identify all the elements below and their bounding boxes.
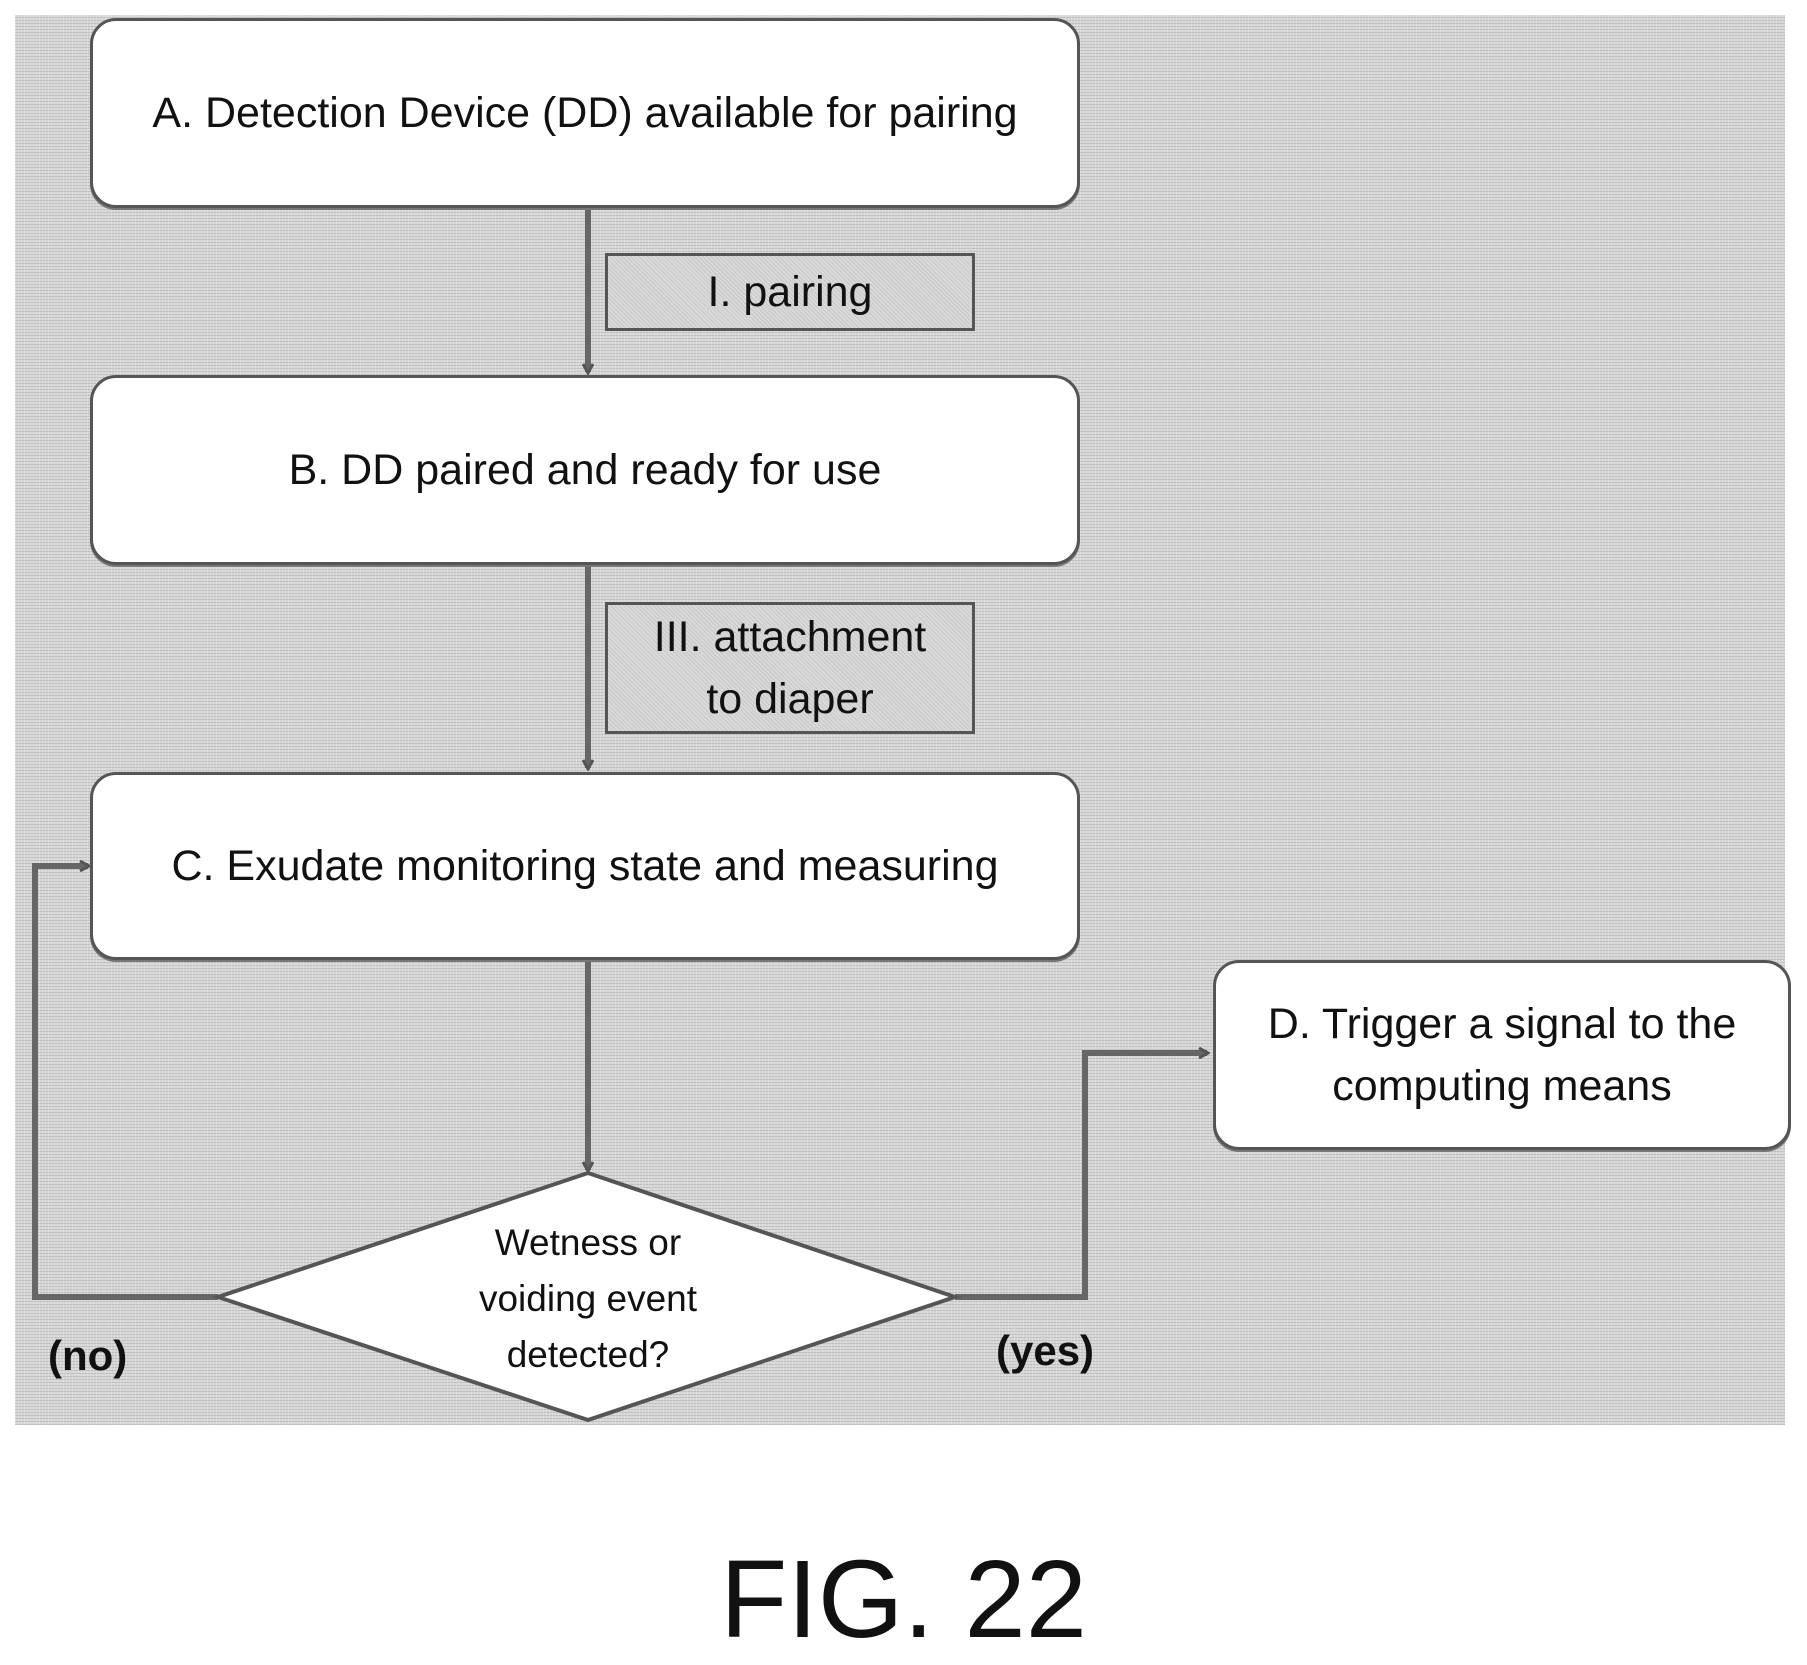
figure-caption: FIG. 22: [0, 1545, 1807, 1655]
arrow-yes-to-d: [955, 1053, 1207, 1297]
node-a-label: A. Detection Device (DD) available for p…: [152, 82, 1017, 144]
transition-pairing-label: I. pairing: [605, 253, 975, 331]
node-d-label: D. Trigger a signal to the computing mea…: [1262, 993, 1742, 1117]
decision-label: Wetness or voiding event detected?: [438, 1215, 738, 1383]
node-b-label: B. DD paired and ready for use: [289, 439, 882, 501]
branch-yes-label: (yes): [996, 1327, 1094, 1375]
node-c-monitoring-state: C. Exudate monitoring state and measurin…: [90, 772, 1080, 960]
transition-pairing-text: I. pairing: [708, 261, 873, 323]
branch-no-label: (no): [48, 1332, 127, 1380]
node-a-available-for-pairing: A. Detection Device (DD) available for p…: [90, 18, 1080, 208]
transition-attachment-text: III. attachment to diaper: [635, 606, 945, 730]
node-c-label: C. Exudate monitoring state and measurin…: [171, 835, 998, 897]
node-d-trigger-signal: D. Trigger a signal to the computing mea…: [1213, 960, 1791, 1150]
transition-attachment-label: III. attachment to diaper: [605, 602, 975, 734]
node-b-paired-ready: B. DD paired and ready for use: [90, 375, 1080, 565]
